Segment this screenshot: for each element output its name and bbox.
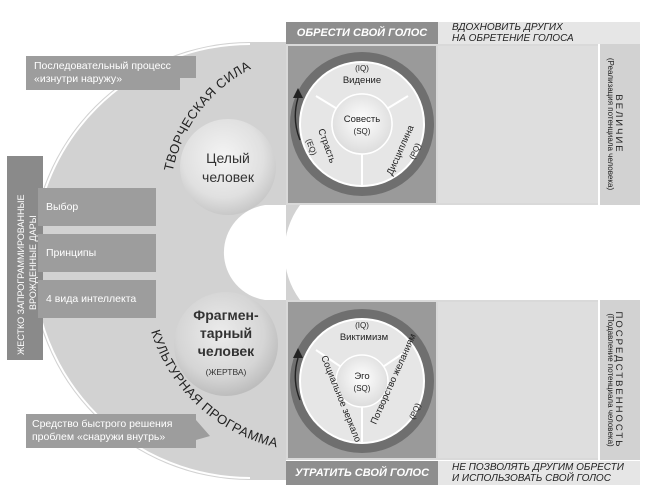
bottom-bar-label: УТРАТИТЬ СВОЙ ГОЛОС (286, 462, 438, 484)
top-bar-text-line1: ВДОХНОВИТЬ ДРУГИХ (452, 22, 563, 33)
frag-sub: (ЖЕРТВА) (206, 367, 247, 377)
frag-line1: Фрагмен- (193, 307, 259, 323)
callout-bottom-line2: проблем «снаружи внутрь» (32, 431, 166, 443)
bottom-wheel-top-sub: (IQ) (355, 321, 369, 330)
frag-line3: человек (198, 343, 255, 359)
callout-top-line1: Последовательный процесс (34, 60, 171, 72)
top-wheel-top-sub: (IQ) (355, 64, 369, 73)
whole-person-line1: Целый (206, 150, 250, 166)
bottom-wheel (290, 309, 434, 453)
top-bar-text-line2: НА ОБРЕТЕНИЕ ГОЛОСА (452, 33, 574, 44)
bottom-wheel-top: Виктимизм (340, 332, 388, 343)
bottom-bar-text-line1: НЕ ПОЗВОЛЯТЬ ДРУГИМ ОБРЕСТИ (452, 462, 624, 473)
bottom-bar-text-line2: И ИСПОЛЬЗОВАТЬ СВОЙ ГОЛОС (452, 473, 611, 484)
bottom-wheel-center: Эго (354, 371, 369, 382)
left-item-label: Выбор (46, 201, 79, 213)
top-bar-text: ВДОХНОВИТЬ ДРУГИХ НА ОБРЕТЕНИЕ ГОЛОСА (452, 22, 574, 44)
left-banner-line2: ВРОЖДЕННЫЕ ДАРЫ (28, 215, 38, 310)
left-item-label: Принципы (46, 247, 97, 259)
callout-top-line2: «изнутри наружу» (34, 73, 123, 85)
fragmented-person-ball (174, 292, 278, 396)
left-item-choice: Выбор (38, 188, 156, 226)
callout-bottom-shape (26, 414, 196, 448)
right-bottom-strip (600, 300, 640, 460)
callout-top: Последовательный процесс «изнутри наружу… (34, 60, 171, 86)
bottom-bar-text: НЕ ПОЗВОЛЯТЬ ДРУГИМ ОБРЕСТИ И ИСПОЛЬЗОВА… (452, 462, 624, 484)
top-wheel-center-sub: (SQ) (354, 127, 371, 136)
top-wheel-center: Совесть (344, 114, 380, 125)
left-item-label: 4 вида интеллекта (46, 293, 137, 305)
top-wheel-top: Видение (343, 75, 381, 86)
right-bottom-title: ПОСРЕДСТВЕННОСТЬ (613, 312, 624, 449)
whole-person-line2: человек (202, 169, 255, 185)
left-banner-line1: ЖЕСТКО ЗАПРОГРАММИРОВАННЫЕ (16, 195, 26, 356)
callout-bottom: Средство быстрого решения проблем «снару… (32, 418, 172, 444)
right-top-sub: (Реализация потенциала человека) (606, 58, 615, 191)
right-top-strip (600, 44, 640, 205)
right-top-title: ВЕЛИЧИЕ (613, 94, 624, 153)
frag-line2: тарный (200, 325, 252, 341)
whole-person-ball (180, 119, 276, 215)
left-item-intelligences: 4 вида интеллекта (38, 280, 156, 318)
bottom-wheel-center-sub: (SQ) (354, 384, 371, 393)
top-bar-label: ОБРЕСТИ СВОЙ ГОЛОС (286, 22, 438, 44)
callout-bottom-line1: Средство быстрого решения (32, 418, 173, 430)
left-item-principles: Принципы (38, 234, 156, 272)
top-wheel (290, 52, 434, 196)
callout-top-shape (26, 56, 196, 90)
right-bottom-sub: (Подавление потенциала человека) (606, 313, 615, 447)
